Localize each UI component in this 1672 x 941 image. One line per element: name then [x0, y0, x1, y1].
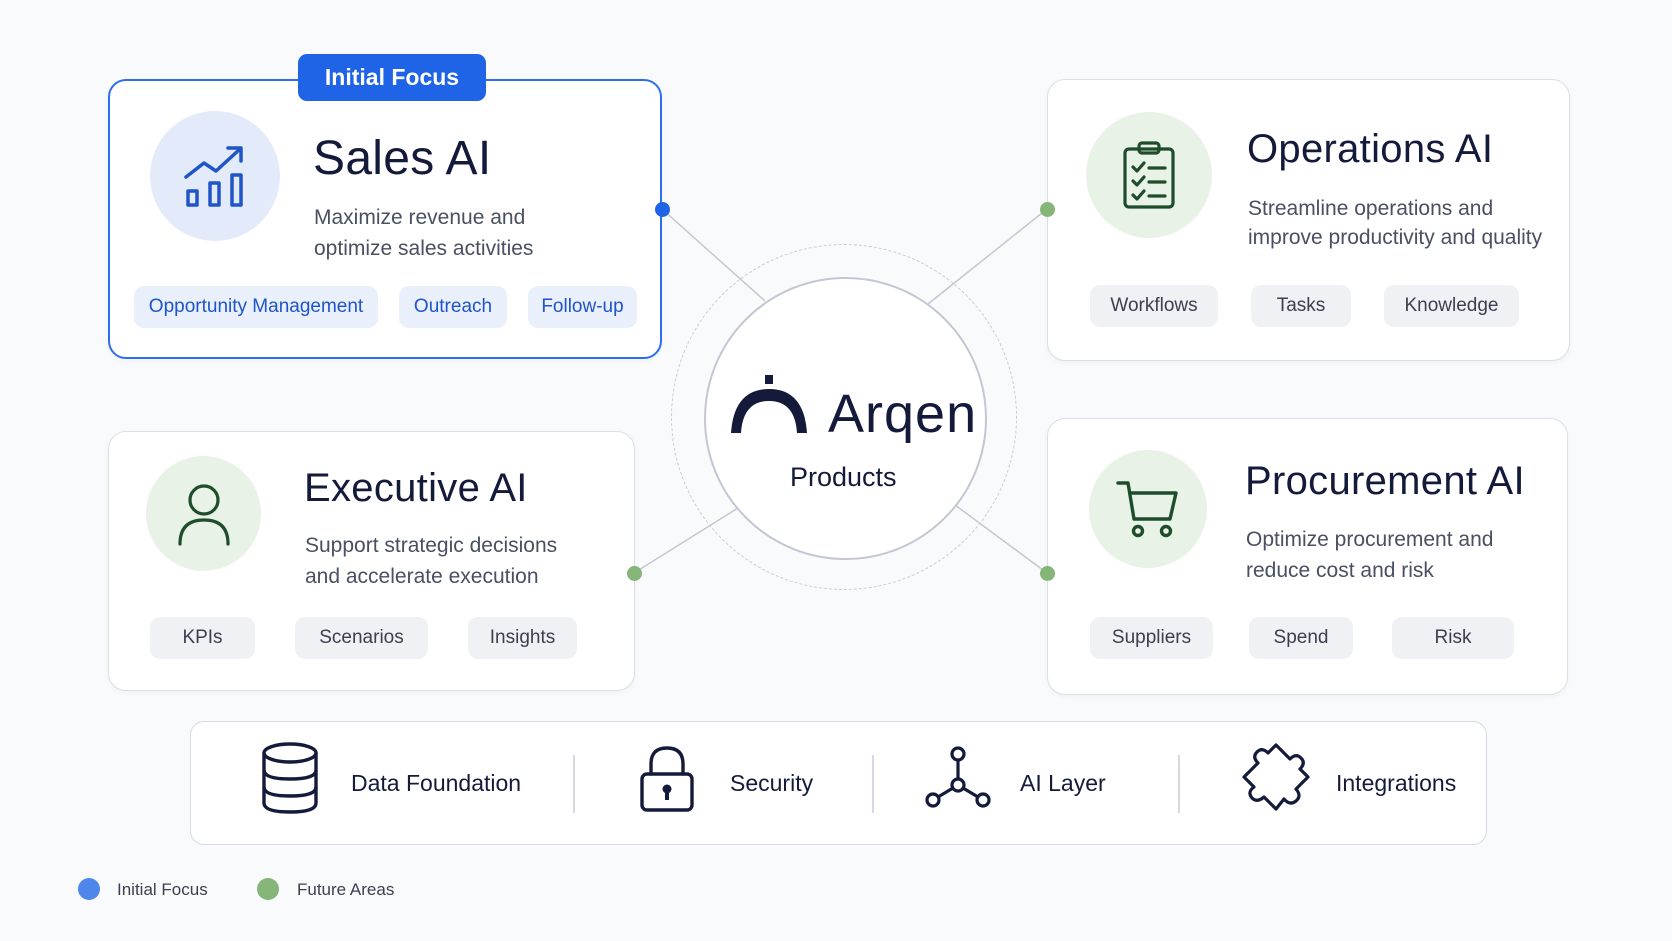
procurement-ai-title: Procurement AI: [1245, 459, 1525, 503]
executive-icon-circle: [146, 456, 261, 571]
operations-tag-knowledge[interactable]: Knowledge: [1384, 285, 1519, 327]
sales-tag-outreach[interactable]: Outreach: [399, 286, 507, 328]
clipboard-checklist-icon: [1123, 141, 1175, 209]
legend-dot-future: [257, 878, 279, 900]
operations-tag-tasks[interactable]: Tasks: [1251, 285, 1351, 327]
hub-circle: [704, 277, 987, 560]
puzzle-icon: [1242, 743, 1310, 811]
sales-tag-opportunity[interactable]: Opportunity Management: [134, 286, 378, 328]
foundation-divider-3: [1178, 755, 1180, 813]
executive-tag-scenarios[interactable]: Scenarios: [295, 617, 428, 659]
legend-label-initial: Initial Focus: [117, 880, 208, 899]
network-nodes-icon: [925, 746, 991, 808]
executive-connector-dot: [627, 566, 642, 581]
operations-tag-workflows[interactable]: Workflows: [1090, 285, 1218, 327]
shopping-cart-icon: [1116, 481, 1178, 538]
sales-ai-desc-line-1: Maximize revenue and: [314, 206, 526, 229]
executive-ai-title: Executive AI: [304, 466, 528, 510]
sales-icon-circle: [150, 111, 280, 241]
chart-growth-icon: [184, 146, 243, 207]
procurement-ai-desc-line-2: reduce cost and risk: [1246, 559, 1434, 582]
legend-label-future: Future Areas: [297, 880, 395, 899]
foundation-label-security: Security: [730, 770, 814, 796]
executive-tag-insights[interactable]: Insights: [468, 617, 577, 659]
sales-connector-dot: [655, 202, 670, 217]
hub-subtitle: Products: [790, 462, 897, 492]
procurement-tag-spend[interactable]: Spend: [1249, 617, 1353, 659]
foundation-divider-1: [573, 755, 575, 813]
legend-dot-initial: [78, 878, 100, 900]
brand-name: Arqen: [828, 384, 978, 444]
executive-ai-desc-line-1: Support strategic decisions: [305, 534, 558, 557]
sales-ai-title: Sales AI: [313, 132, 492, 185]
executive-tag-kpis[interactable]: KPIs: [150, 617, 255, 659]
procurement-tag-suppliers[interactable]: Suppliers: [1090, 617, 1213, 659]
procurement-tag-risk[interactable]: Risk: [1392, 617, 1514, 659]
initial-focus-badge: Initial Focus: [298, 54, 486, 101]
sales-ai-desc-line-2: optimize sales activities: [314, 237, 534, 260]
operations-ai-title: Operations AI: [1247, 127, 1494, 171]
executive-ai-desc-line-2: and accelerate execution: [305, 565, 539, 588]
procurement-ai-desc-line-1: Optimize procurement and: [1246, 528, 1494, 551]
foundation-label-ai-layer: AI Layer: [1020, 770, 1106, 796]
procurement-connector-dot: [1040, 566, 1055, 581]
operations-ai-desc-line-2: improve productivity and quality: [1248, 226, 1543, 249]
database-icon: [262, 742, 318, 814]
foundation-label-integrations: Integrations: [1336, 770, 1457, 796]
user-icon: [177, 483, 230, 546]
operations-connector-dot: [1040, 202, 1055, 217]
lock-icon: [640, 746, 694, 812]
operations-ai-desc-line-1: Streamline operations and: [1248, 197, 1494, 220]
foundation-divider-2: [872, 755, 874, 813]
foundation-bar: [190, 721, 1487, 845]
sales-tag-followup[interactable]: Follow-up: [528, 286, 637, 328]
hub-orbit-ring: [671, 244, 1017, 590]
arqen-logo-icon: [731, 375, 807, 433]
foundation-label-data: Data Foundation: [351, 770, 522, 796]
procurement-icon-circle: [1089, 450, 1207, 568]
operations-icon-circle: [1086, 112, 1212, 238]
